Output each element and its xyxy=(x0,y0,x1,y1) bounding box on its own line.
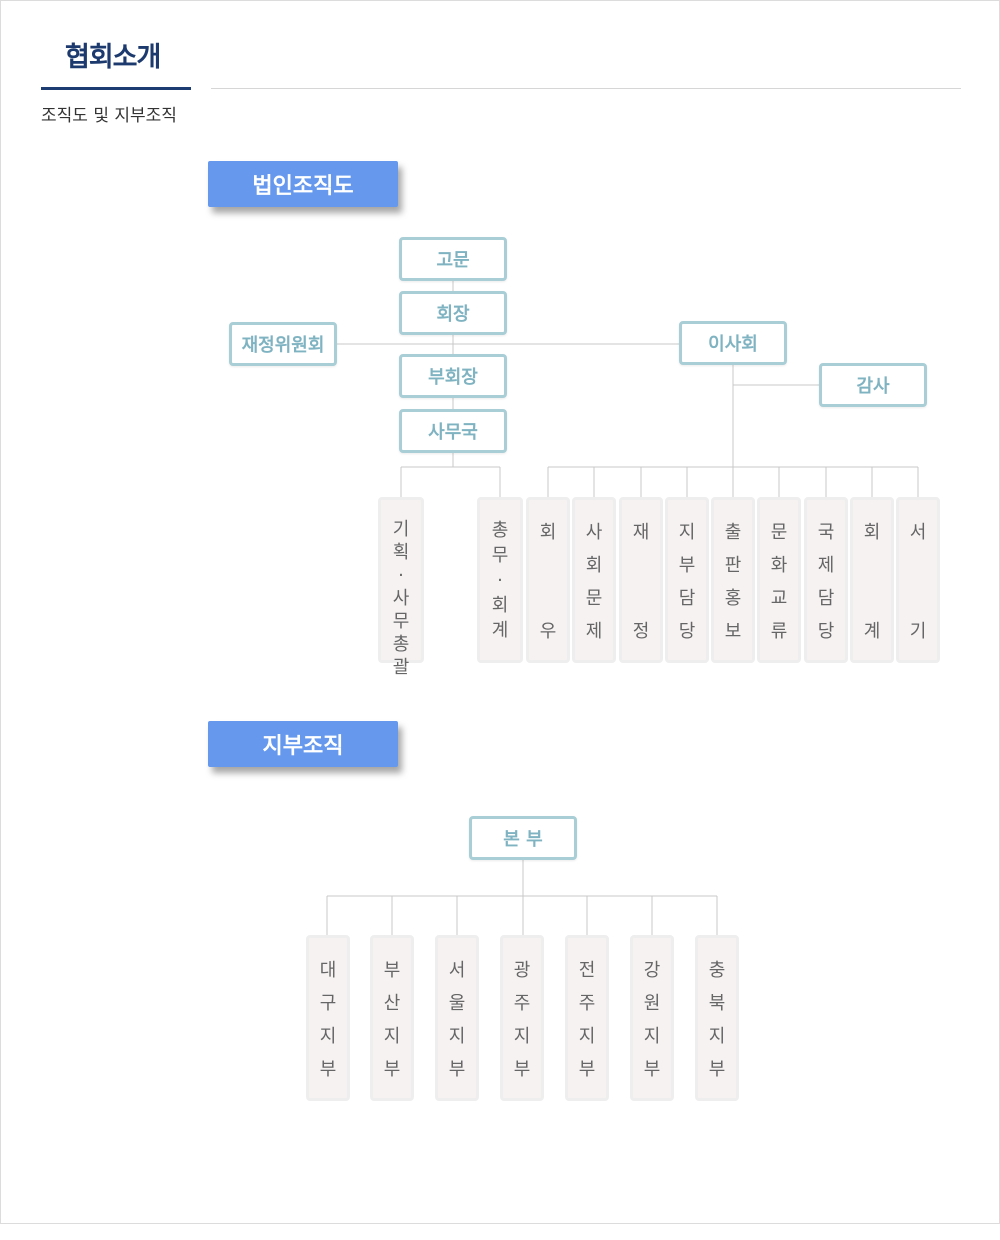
dept-accounting: 회 계 xyxy=(850,497,894,663)
dept-label: 총 무 · 회 계 xyxy=(491,520,509,641)
dept-international: 국 제 담 당 xyxy=(804,497,848,663)
dept-cultural-exchange: 문 화 교 류 xyxy=(757,497,801,663)
dept-social-issues: 사 회 문 제 xyxy=(572,497,616,663)
node-advisor: 고문 xyxy=(399,237,507,281)
title-divider xyxy=(211,88,961,89)
branch-label: 강 원 지 부 xyxy=(643,960,661,1080)
page-title: 협회소개 xyxy=(65,42,161,73)
title-underline xyxy=(41,87,191,90)
branch-label: 부 산 지 부 xyxy=(383,960,401,1080)
dept-planning: 기 획 · 사 무 총 괄 xyxy=(378,497,424,678)
dept-label: 회 계 xyxy=(863,522,881,642)
branch-label: 전 주 지 부 xyxy=(578,960,596,1080)
node-headquarters: 본 부 xyxy=(469,816,577,860)
dept-branch-affairs: 지 부 담 당 xyxy=(665,497,709,663)
branch-label: 서 울 지 부 xyxy=(448,960,466,1080)
branch-label: 충 북 지 부 xyxy=(708,960,726,1080)
corporate-chart-label: 법인조직도 xyxy=(208,161,398,207)
dept-label: 국 제 담 당 xyxy=(817,522,835,642)
dept-finance: 재 정 xyxy=(619,497,663,663)
branch-label: 대 구 지 부 xyxy=(319,960,337,1080)
node-finance-committee: 재정위원회 xyxy=(229,322,337,366)
dept-label: 재 정 xyxy=(632,522,650,642)
branch-gangwon: 강 원 지 부 xyxy=(630,935,674,1101)
branch-label: 광 주 지 부 xyxy=(513,960,531,1080)
dept-publishing-pr: 출 판 홍 보 xyxy=(711,497,755,663)
dept-label: 회 우 xyxy=(539,522,557,642)
dept-label: 기 획 · 사 무 총 괄 xyxy=(392,519,410,678)
branch-chart-label: 지부조직 xyxy=(208,721,398,767)
dept-label: 출 판 홍 보 xyxy=(724,522,742,642)
node-vice-chairman: 부회장 xyxy=(399,354,507,398)
branch-jeonju: 전 주 지 부 xyxy=(565,935,609,1101)
node-board: 이사회 xyxy=(679,321,787,365)
dept-secretary: 서 기 xyxy=(896,497,940,663)
node-audit: 감사 xyxy=(819,363,927,407)
node-chairman: 회장 xyxy=(399,291,507,335)
node-secretariat: 사무국 xyxy=(399,409,507,453)
branch-chungbuk: 충 북 지 부 xyxy=(695,935,739,1101)
branch-daegu: 대 구 지 부 xyxy=(306,935,350,1101)
branch-busan: 부 산 지 부 xyxy=(370,935,414,1101)
dept-label: 사 회 문 제 xyxy=(585,522,603,642)
branch-gwangju: 광 주 지 부 xyxy=(500,935,544,1101)
dept-label: 문 화 교 류 xyxy=(770,522,788,642)
branch-seoul: 서 울 지 부 xyxy=(435,935,479,1101)
dept-label: 서 기 xyxy=(909,522,927,642)
dept-general-accounting: 총 무 · 회 계 xyxy=(477,497,523,663)
dept-label: 지 부 담 당 xyxy=(678,522,696,642)
page-subtitle: 조직도 및 지부조직 xyxy=(41,106,177,126)
dept-membership: 회 우 xyxy=(526,497,570,663)
